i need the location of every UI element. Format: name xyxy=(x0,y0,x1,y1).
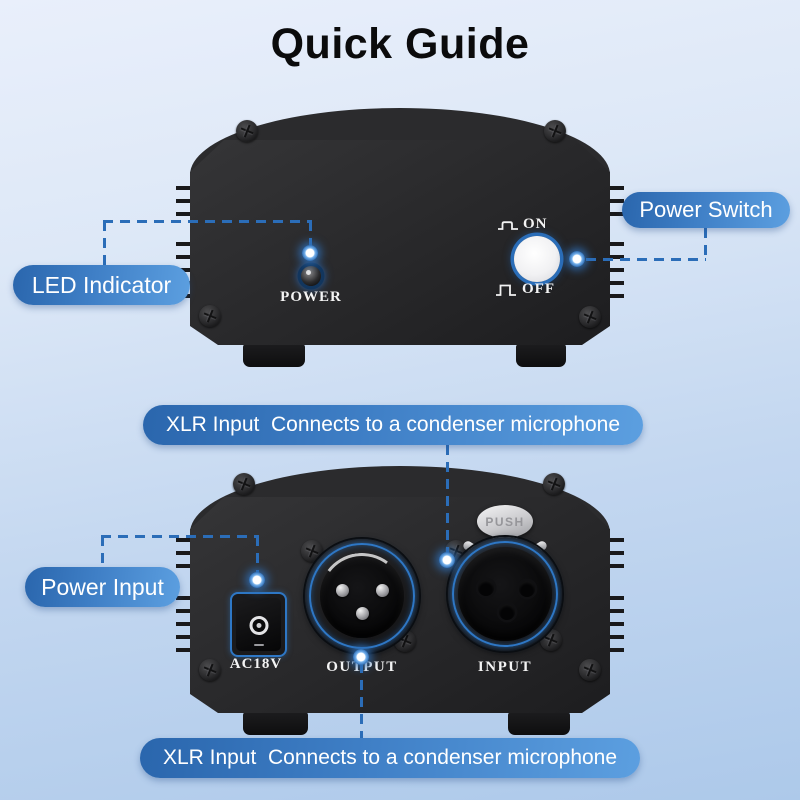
connector-line xyxy=(102,219,312,223)
callout-dot xyxy=(302,245,318,261)
push-latch: PUSH xyxy=(477,505,533,538)
xlr-pin xyxy=(335,583,349,597)
power-input-label: Power Input xyxy=(41,573,164,600)
input-label: INPUT xyxy=(477,659,533,675)
screw-icon xyxy=(540,629,562,651)
xlr-input-bottom-callout: XLR Input Connects to a condenser microp… xyxy=(140,738,640,778)
connector-line xyxy=(586,257,706,261)
callout-dot xyxy=(353,649,369,665)
device-foot xyxy=(508,712,570,735)
connector-line xyxy=(100,536,104,569)
led-indicator-label: LED Indicator xyxy=(31,271,172,298)
switch-on-label: ON xyxy=(523,216,548,232)
led-indicator-callout: LED Indicator xyxy=(13,265,190,305)
xlr-pin xyxy=(375,583,389,597)
screw-icon xyxy=(543,473,565,495)
device-foot xyxy=(243,712,308,735)
xlr-socket-hole xyxy=(499,604,515,620)
callout-dot xyxy=(439,552,455,568)
connector-line xyxy=(308,221,312,247)
screw-icon xyxy=(579,659,601,681)
heatsink-fins xyxy=(609,538,624,568)
screw-icon xyxy=(544,120,566,142)
callout-dot xyxy=(249,572,265,588)
screw-icon xyxy=(301,540,323,562)
screw-icon xyxy=(199,659,221,681)
dc-jack-pin xyxy=(249,616,268,635)
connector-line xyxy=(445,445,449,555)
switch-off-symbol-icon xyxy=(496,284,516,296)
screw-icon xyxy=(233,473,255,495)
xlr-recess xyxy=(320,554,404,638)
switch-off-label: OFF xyxy=(522,281,555,297)
switch-on-symbol-icon xyxy=(498,221,518,230)
connector-line xyxy=(255,536,259,576)
callout-dot xyxy=(569,251,585,267)
dc-power-jack xyxy=(230,592,287,657)
xlr-socket-hole xyxy=(478,580,494,596)
push-latch-label: PUSH xyxy=(485,514,525,529)
xlr-input-top-label: XLR Input Connects to a condenser microp… xyxy=(165,413,621,436)
power-input-callout: Power Input xyxy=(25,567,180,607)
xlr-input-top-callout: XLR Input Connects to a condenser microp… xyxy=(143,405,643,445)
xlr-pin xyxy=(355,606,369,620)
device-foot xyxy=(516,344,566,367)
xlr-input-bottom-label: XLR Input Connects to a condenser microp… xyxy=(162,746,618,769)
connector-line xyxy=(359,663,363,738)
connector-line xyxy=(703,228,707,259)
xlr-socket-hole xyxy=(519,581,535,597)
power-button xyxy=(514,236,560,282)
heatsink-fins xyxy=(609,596,624,652)
power-switch-callout: Power Switch xyxy=(622,192,790,228)
screw-icon xyxy=(199,305,221,327)
device-foot xyxy=(243,344,305,367)
heatsink-fins xyxy=(609,186,624,216)
xlr-highlight xyxy=(313,547,411,645)
heatsink-fins xyxy=(176,538,191,568)
xlr-female-connector xyxy=(448,537,562,651)
power-led-icon xyxy=(301,266,321,286)
screw-icon xyxy=(236,120,258,142)
heatsink-fins xyxy=(609,242,624,298)
page-title: Quick Guide xyxy=(270,20,530,68)
dc-jack-label: AC18V xyxy=(229,656,283,672)
power-switch-label: Power Switch xyxy=(639,197,773,222)
connector-line xyxy=(100,534,259,538)
xlr-male-connector xyxy=(305,539,419,653)
heatsink-fins xyxy=(176,596,191,652)
xlr-recess xyxy=(458,547,552,641)
power-led-label: POWER xyxy=(280,289,342,305)
dc-jack-mark xyxy=(253,644,264,646)
heatsink-fins xyxy=(176,186,191,216)
connector-line xyxy=(102,221,106,265)
screw-icon xyxy=(579,306,601,328)
